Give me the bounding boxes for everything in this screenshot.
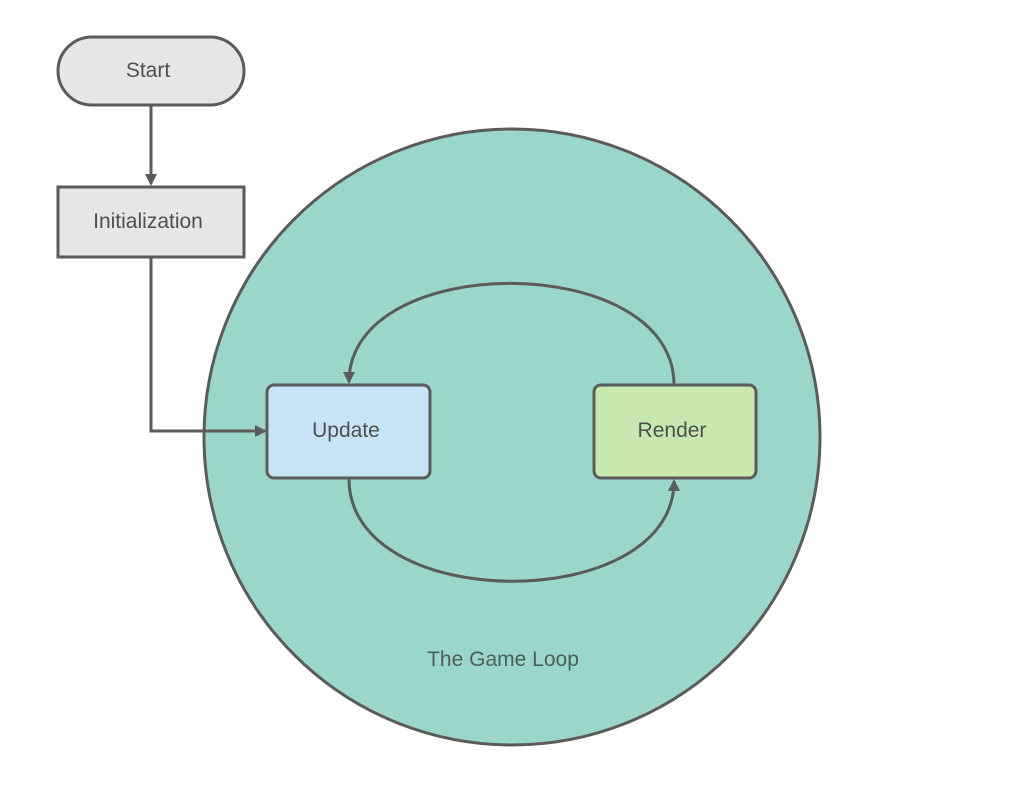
initialization-node xyxy=(56,185,246,259)
game-loop-circle xyxy=(202,127,822,747)
render-node-label: Render xyxy=(638,419,707,442)
game-loop-label: The Game Loop xyxy=(427,648,579,671)
edge-update-to-render xyxy=(347,478,680,583)
update-node xyxy=(265,383,432,480)
initialization-node-label: Initialization xyxy=(93,210,203,233)
start-node-label: Start xyxy=(126,59,171,82)
start-node xyxy=(56,35,246,107)
edge-render-to-update xyxy=(343,281,676,386)
edge-initialization-to-update xyxy=(149,258,267,437)
render-node xyxy=(592,383,758,480)
update-node-label: Update xyxy=(312,419,380,442)
